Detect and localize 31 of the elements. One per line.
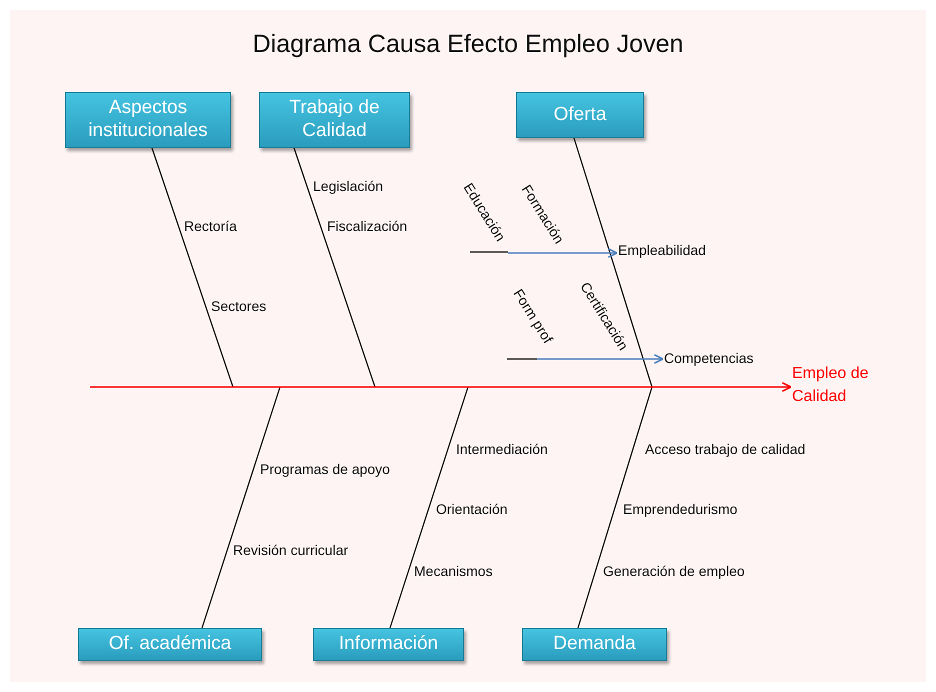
- cause-label: Revisión curricular: [233, 542, 348, 558]
- category-box: Aspectos institucionales: [65, 92, 231, 148]
- cause-label: Competencias: [664, 350, 754, 368]
- category-box: Demanda: [522, 628, 667, 661]
- cause-label: Orientación: [436, 501, 508, 517]
- category-box: Información: [313, 628, 464, 661]
- spine-arrow: [90, 382, 792, 392]
- cause-label: Sectores: [211, 298, 266, 314]
- cause-label: Generación de empleo: [603, 563, 745, 579]
- cause-label: Mecanismos: [414, 563, 493, 579]
- arrow: [537, 354, 664, 364]
- cause-label: Programas de apoyo: [260, 461, 390, 477]
- cause-label: Emprendedurismo: [623, 501, 738, 517]
- bone-line: [577, 386, 653, 628]
- bone-line: [389, 386, 469, 628]
- category-box: Oferta: [516, 92, 644, 138]
- cause-label: Intermediación: [456, 441, 548, 457]
- effect-label: Empleo de Calidad: [792, 362, 892, 408]
- bone-line: [201, 386, 281, 628]
- arrow: [508, 248, 618, 258]
- cause-label: Fiscalización: [327, 218, 408, 234]
- category-box: Trabajo de Calidad: [259, 92, 410, 148]
- bone-line: [151, 148, 234, 388]
- category-box: Of. académica: [78, 628, 262, 661]
- diagram-title: Diagrama Causa Efecto Empleo Joven: [252, 30, 684, 59]
- bone-line: [573, 138, 653, 388]
- cause-label: Acceso trabajo de calidad: [645, 441, 806, 457]
- bone-line: [293, 148, 376, 388]
- cause-label: Empleabilidad: [618, 242, 706, 260]
- cause-label: Rectoría: [184, 218, 237, 234]
- cause-label: Legislación: [313, 178, 384, 194]
